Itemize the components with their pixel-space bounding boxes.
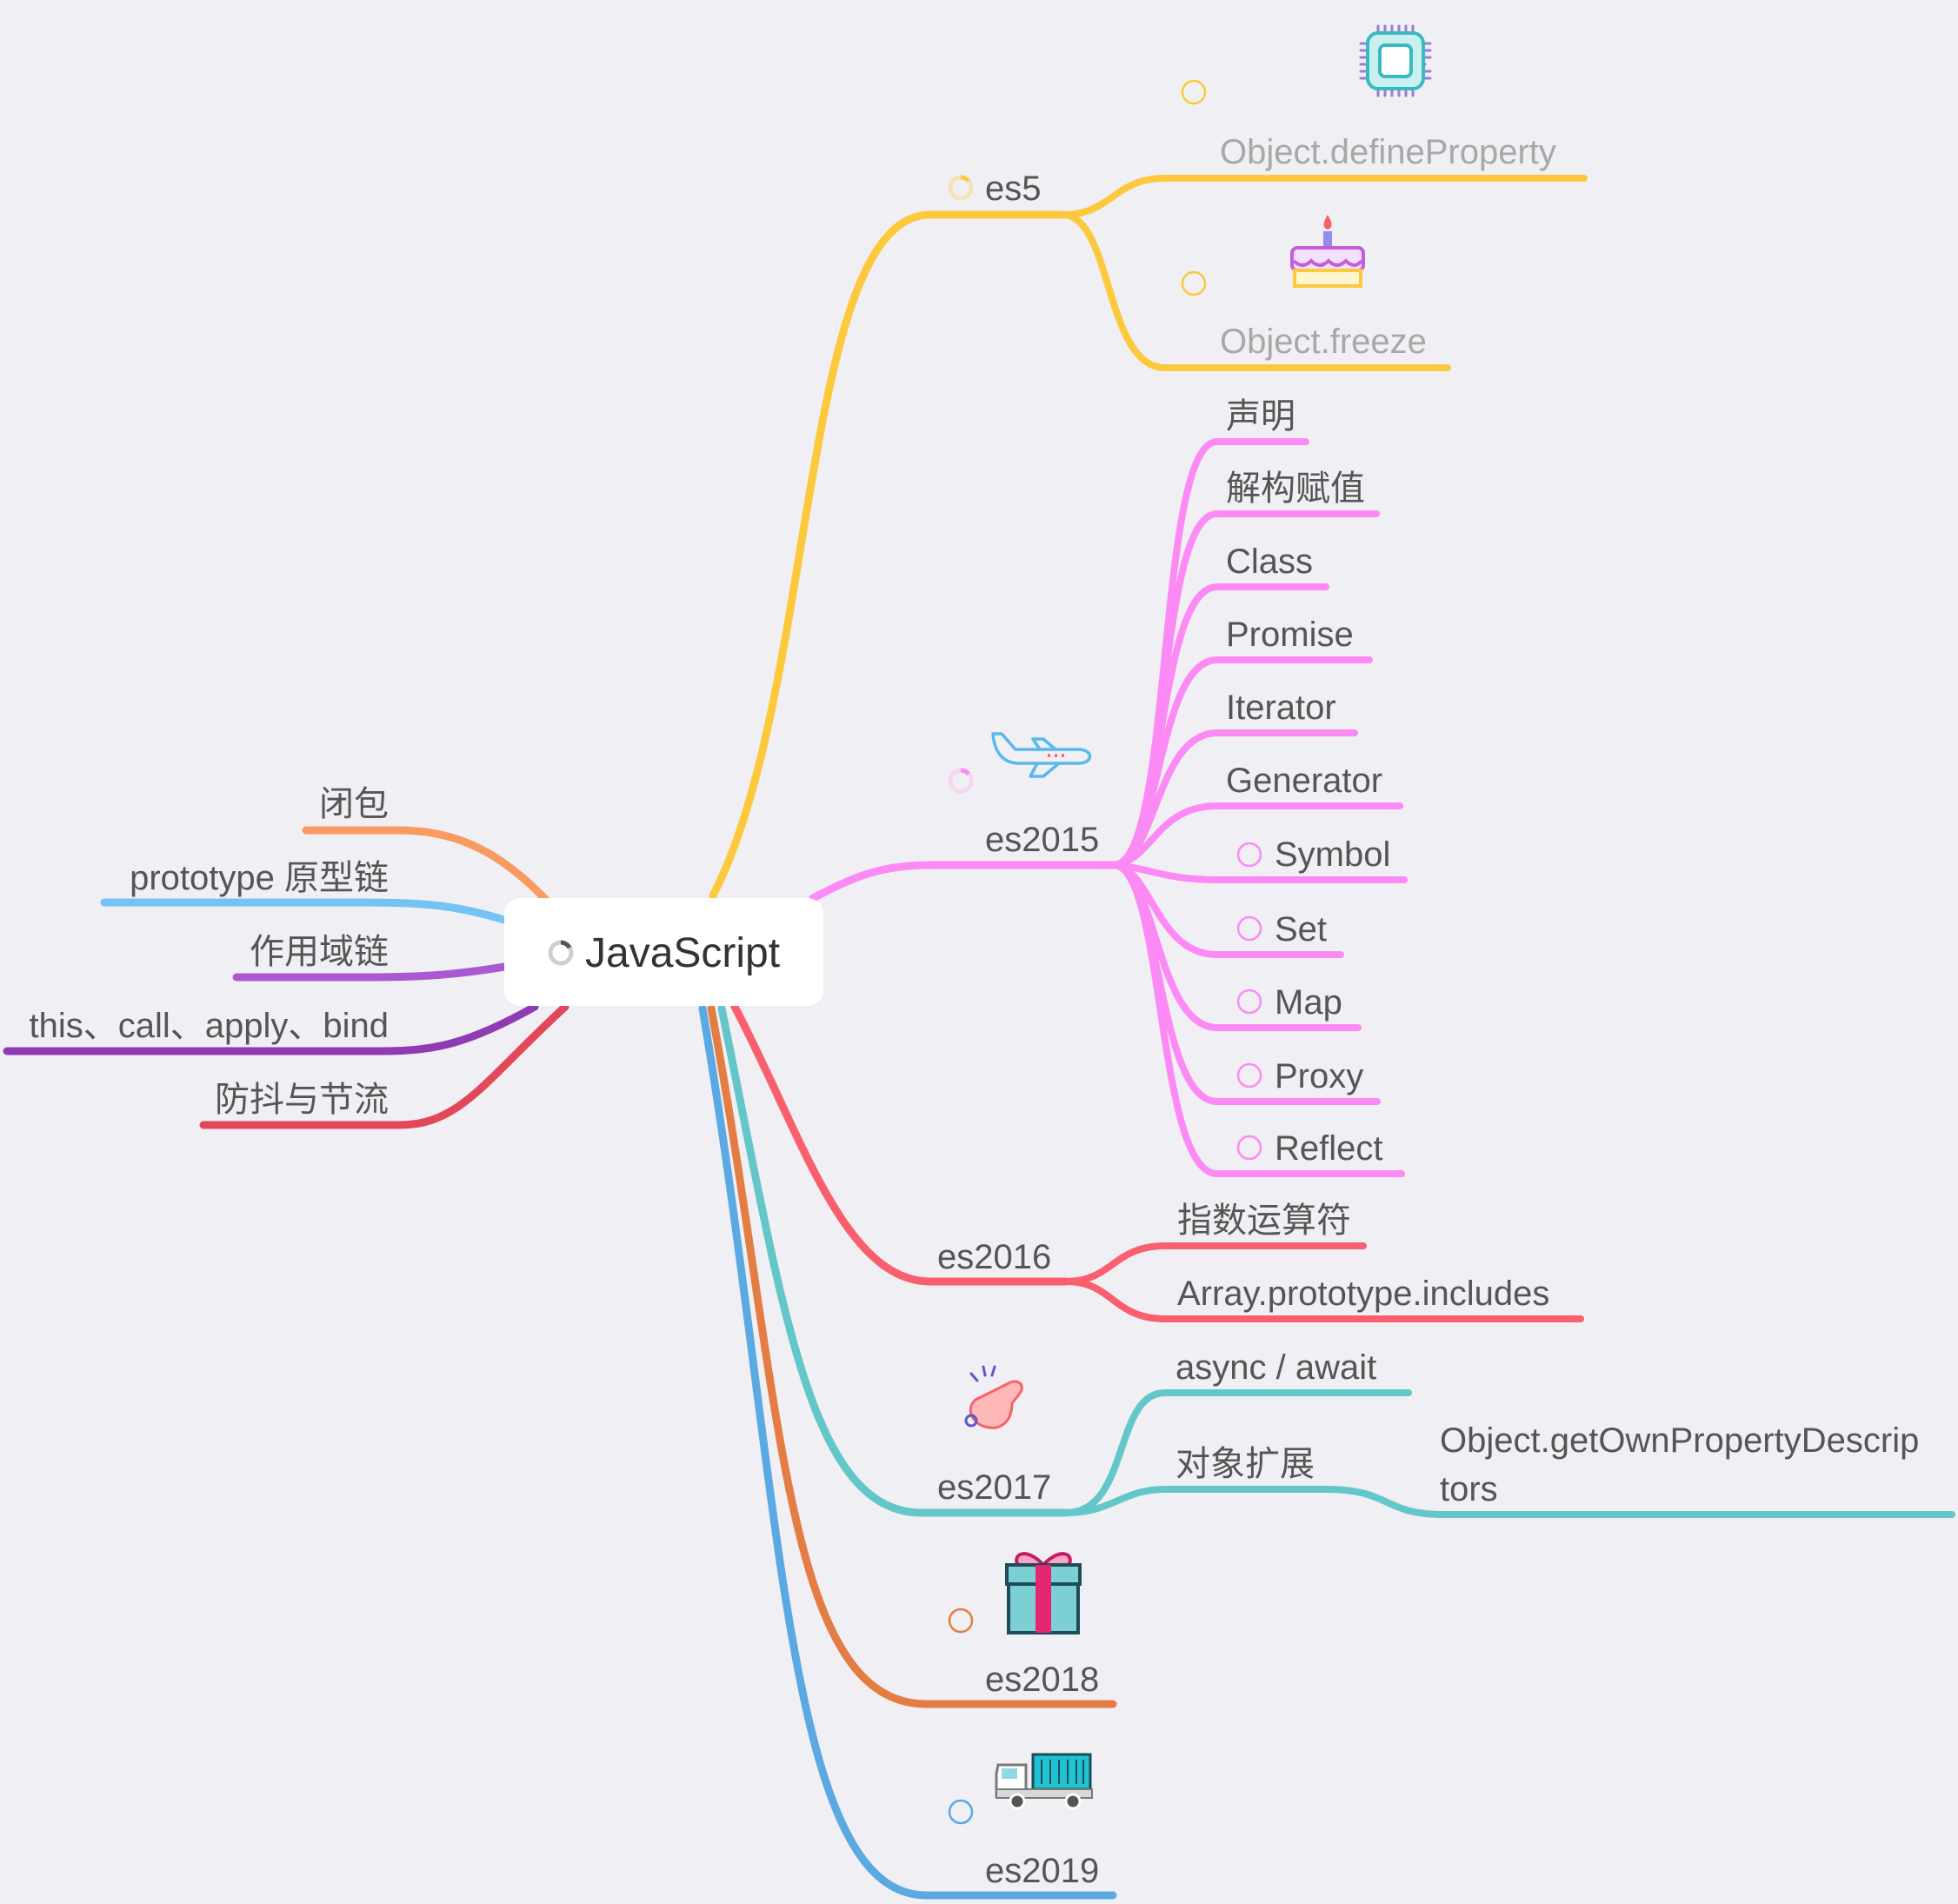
sub-line-es2017-object-ext [1062, 1486, 1329, 1516]
subtopic-array-includes[interactable]: Array.prototype.includes [1177, 1275, 1549, 1313]
descriptors-label-line1: Object.getOwnPropertyDescrip [1440, 1421, 1919, 1460]
subtopic-getownpropertydescriptors[interactable]: Object.getOwnPropertyDescrip tors [1440, 1421, 1919, 1508]
topic-closure[interactable]: 闭包 [319, 785, 389, 823]
status-ring [1236, 989, 1262, 1015]
left-topics: 闭包 prototype 原型链 作用域链 this、call、apply、bi… [29, 785, 389, 1119]
sub-line-es2015-reflect [1111, 862, 1405, 1177]
branch-line-debounce-throttle [199, 1002, 569, 1129]
loading-ring-icon [548, 940, 574, 966]
airplane-icon [991, 732, 1092, 778]
topic-es2015[interactable]: es2015 [948, 732, 1099, 859]
topic-es2018-label: es2018 [985, 1661, 1099, 1699]
branch-line-this-call-apply-bind [3, 1002, 539, 1055]
descriptors-label-line2: tors [1440, 1470, 1498, 1508]
topic-prototype-chain[interactable]: prototype 原型链 [130, 859, 389, 897]
sub-line-es5-freeze [1059, 211, 1451, 371]
loading-ring-icon [948, 175, 974, 201]
es2015-sub-lines [1111, 438, 1408, 1177]
subtopic-generator[interactable]: Generator [1226, 762, 1382, 800]
subtopic-map[interactable]: Map [1275, 983, 1342, 1022]
root-label: JavaScript [585, 930, 780, 976]
status-ring [1181, 79, 1207, 105]
status-ring [1236, 1062, 1262, 1088]
topic-es5-label: es5 [985, 170, 1042, 208]
subtopic-reflect[interactable]: Reflect [1275, 1129, 1383, 1168]
status-ring [1236, 842, 1262, 868]
branch-line-scope-chain [232, 962, 509, 982]
branch-line-es2018 [707, 1004, 1117, 1708]
branch-lines [3, 175, 1955, 1900]
subtopic-declaration[interactable]: 声明 [1226, 397, 1295, 436]
branch-line-es2017 [717, 1004, 1070, 1517]
subtopic-freeze-label: Object.freeze [1220, 323, 1427, 361]
topic-es2017[interactable]: es2017 [937, 1365, 1051, 1507]
birthday-cake-icon [1290, 215, 1365, 288]
root-node-box [504, 898, 823, 1006]
status-ring [1236, 1135, 1262, 1161]
subtopic-destructuring[interactable]: 解构赋值 [1226, 469, 1365, 508]
topic-es2018[interactable]: es2018 [948, 1552, 1099, 1699]
branch-line-es2019 [698, 1004, 1117, 1900]
status-ring [948, 1608, 974, 1634]
topic-this-call-apply-bind[interactable]: this、call、apply、bind [29, 1007, 389, 1045]
topic-es2017-label: es2017 [937, 1468, 1051, 1507]
status-ring [1181, 270, 1207, 296]
subtopic-set[interactable]: Set [1275, 910, 1327, 949]
subtopic-proxy[interactable]: Proxy [1275, 1057, 1363, 1095]
topic-es2016-label: es2016 [937, 1238, 1051, 1276]
subtopic-exponent-operator[interactable]: 指数运算符 [1177, 1202, 1351, 1240]
cpu-chip-icon [1359, 24, 1432, 97]
whistle-icon [964, 1365, 1023, 1429]
topic-es2016[interactable]: es2016 [937, 1238, 1051, 1276]
branch-line-prototype [100, 898, 509, 924]
topic-es2019-label: es2019 [985, 1852, 1099, 1890]
topic-es2019[interactable]: es2019 [948, 1753, 1099, 1890]
branch-line-es5 [709, 210, 1067, 900]
loading-ring-icon [948, 768, 974, 794]
topic-debounce-throttle[interactable]: 防抖与节流 [215, 1081, 389, 1119]
topic-es5[interactable]: es5 [948, 170, 1042, 208]
sub-line-es2015-generator [1111, 802, 1403, 869]
sub-line-es2016-includes [1062, 1278, 1584, 1322]
topic-scope-chain[interactable]: 作用域链 [250, 933, 389, 971]
root-node[interactable]: JavaScript [504, 898, 823, 1006]
branch-line-es2015 [809, 861, 1119, 902]
sub-line-es5-defineproperty [1059, 175, 1588, 218]
subtopic-object-extension[interactable]: 对象扩展 [1175, 1445, 1315, 1483]
branch-line-es2016 [730, 1002, 1070, 1286]
subtopic-async-await[interactable]: async / await [1175, 1348, 1376, 1387]
subtopic-promise[interactable]: Promise [1226, 616, 1354, 654]
sub-line-object-ext-descriptors [1322, 1486, 1955, 1518]
es2015-subtopics: 声明 解构赋值 Class Promise Iterator Generator… [1226, 397, 1390, 1168]
status-ring [1236, 915, 1262, 942]
subtopic-defineproperty-label: Object.defineProperty [1220, 133, 1556, 171]
subtopic-freeze[interactable]: Object.freeze [1181, 215, 1427, 361]
gift-box-icon [1005, 1552, 1082, 1634]
subtopic-symbol[interactable]: Symbol [1275, 835, 1390, 874]
subtopic-defineproperty[interactable]: Object.defineProperty [1181, 24, 1556, 171]
subtopic-class[interactable]: Class [1226, 543, 1313, 581]
subtopic-iterator[interactable]: Iterator [1226, 689, 1336, 727]
status-ring [948, 1799, 974, 1825]
branch-line-closure [302, 826, 550, 904]
delivery-truck-icon [995, 1753, 1093, 1810]
sub-line-es2017-async [1062, 1389, 1412, 1516]
topic-es2015-label: es2015 [985, 821, 1099, 859]
